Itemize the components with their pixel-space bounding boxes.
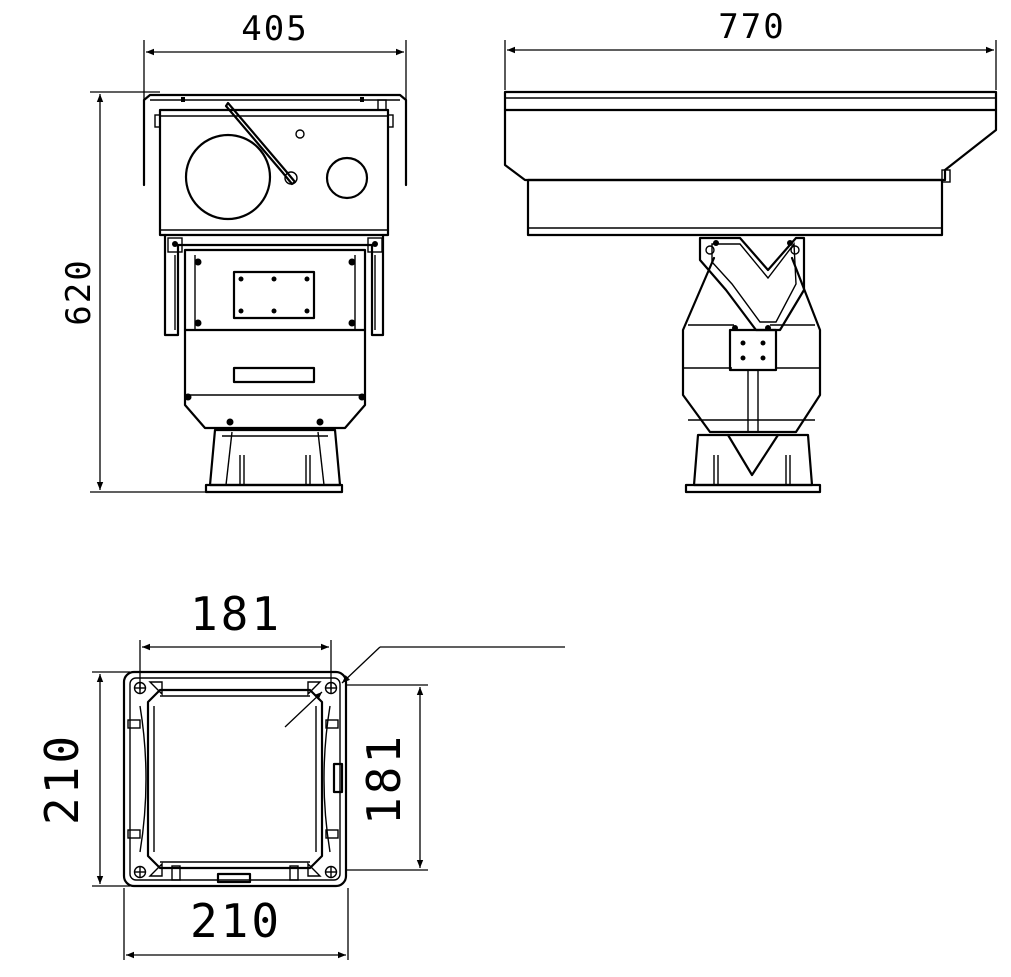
front-width-label: 405	[241, 9, 308, 49]
mount-hole-bottom-left	[133, 865, 147, 879]
front-nameplate	[232, 270, 316, 320]
large-lens-window	[184, 133, 272, 221]
base-plate-outer	[122, 670, 348, 888]
front-sunshade	[142, 93, 408, 187]
side-base	[692, 433, 814, 487]
side-base-triangle	[726, 433, 780, 477]
base-plate-inner	[146, 688, 324, 870]
plan-leader-arrow	[341, 646, 381, 684]
front-housing	[158, 108, 390, 237]
pan-tilt-body	[183, 248, 367, 430]
side-housing	[526, 178, 944, 237]
front-view: 405 620	[59, 9, 408, 494]
plan-leader-inner-arrow	[284, 691, 323, 728]
mount-hole-top-left	[133, 681, 147, 695]
base-plan-view: 181 210 181 210	[35, 587, 565, 960]
plan-height-label: 210	[35, 733, 89, 825]
side-sunshade	[503, 90, 998, 182]
side-center-block	[728, 328, 778, 372]
height-label: 620	[59, 258, 99, 325]
side-pan-tilt-body	[681, 256, 822, 434]
base-bottom-tab	[216, 872, 252, 884]
front-yoke	[163, 233, 385, 337]
side-length-label: 770	[718, 7, 785, 47]
side-view: 770	[503, 7, 998, 494]
wiper	[224, 101, 297, 186]
mount-hole-bottom-right	[324, 865, 338, 879]
base-side-tab	[332, 762, 344, 794]
front-slot	[232, 366, 316, 384]
plan-hole-y-label: 181	[357, 733, 411, 825]
plan-hole-x-label: 181	[190, 587, 282, 641]
mount-hole-top-right	[324, 681, 338, 695]
plan-width-label: 210	[190, 894, 282, 948]
small-lens-window	[325, 156, 369, 200]
